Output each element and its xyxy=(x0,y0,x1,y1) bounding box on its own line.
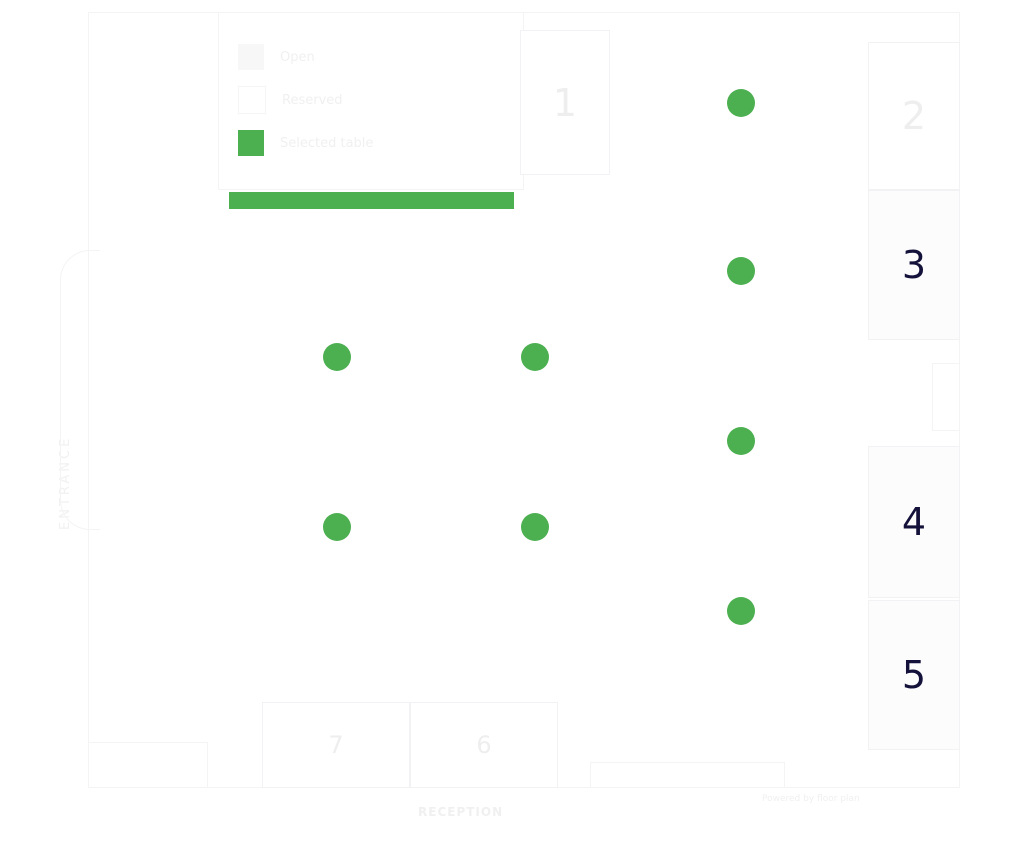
legend-label: Reserved xyxy=(282,92,343,108)
room-number: 2 xyxy=(901,94,927,138)
table-dot[interactable] xyxy=(323,343,351,371)
open-swatch-icon xyxy=(238,44,264,70)
table-dot[interactable] xyxy=(727,89,755,117)
room-number: 7 xyxy=(328,731,344,759)
credit-text: Powered by floor plan xyxy=(762,794,860,804)
entrance-wall xyxy=(60,250,100,530)
room-number: 4 xyxy=(901,500,927,544)
room-4[interactable]: 4 xyxy=(868,446,960,598)
table-dot[interactable] xyxy=(521,343,549,371)
room-number: 3 xyxy=(901,243,927,287)
room-1[interactable]: 1 xyxy=(520,30,610,175)
room-7[interactable]: 7 xyxy=(262,702,410,788)
legend-label: Open xyxy=(280,49,315,65)
selected-swatch-icon xyxy=(238,130,264,156)
table-dot[interactable] xyxy=(323,513,351,541)
table-dot[interactable] xyxy=(727,257,755,285)
room-3[interactable]: 3 xyxy=(868,190,960,340)
room-number: 5 xyxy=(901,653,927,697)
legend-label: Selected table xyxy=(280,135,374,151)
legend-item-reserved: Reserved xyxy=(238,86,373,114)
room-2[interactable]: 2 xyxy=(868,42,960,190)
table-dot[interactable] xyxy=(727,597,755,625)
room-divider xyxy=(932,363,960,431)
bottom-wall-left xyxy=(88,742,208,788)
legend: Open Reserved Selected table xyxy=(238,44,373,156)
reception-label: RECEPTION xyxy=(418,805,504,819)
legend-item-open: Open xyxy=(238,44,373,70)
reserved-swatch-icon xyxy=(238,86,266,114)
room-number: 1 xyxy=(552,80,578,125)
room-5[interactable]: 5 xyxy=(868,600,960,750)
table-dot[interactable] xyxy=(521,513,549,541)
room-number: 6 xyxy=(476,731,492,759)
legend-item-selected: Selected table xyxy=(238,130,373,156)
selected-table-bar[interactable] xyxy=(229,192,514,209)
table-dot[interactable] xyxy=(727,427,755,455)
bottom-wall-right xyxy=(590,762,785,788)
room-6[interactable]: 6 xyxy=(410,702,558,788)
